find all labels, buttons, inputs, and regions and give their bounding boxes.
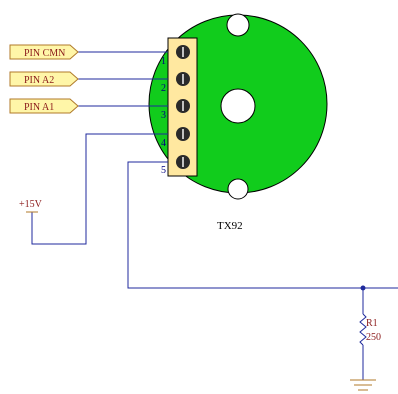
port-shape — [9, 98, 79, 114]
pin-number-5: 5 — [161, 165, 166, 176]
pin-number-4: 4 — [161, 138, 166, 149]
pin-numbers: 1 2 3 4 5 — [161, 56, 166, 176]
port-pin-a2: PIN A2 — [9, 71, 79, 87]
port-pin-cmn: PIN CMN — [9, 44, 79, 60]
mounting-hole-bottom — [227, 178, 249, 200]
component-name: TX92 — [217, 220, 243, 232]
power-supply-15v: +15V — [19, 199, 43, 213]
terminal-screws — [176, 45, 190, 169]
wires — [31, 51, 398, 380]
port-shape — [9, 44, 79, 60]
pin-number-3: 3 — [161, 110, 166, 121]
port-label-pin-a1: PIN A1 — [24, 102, 54, 113]
port-label-pin-cmn: PIN CMN — [24, 48, 65, 59]
junction-dot — [360, 285, 366, 291]
pin-number-1: 1 — [161, 56, 166, 67]
mounting-hole-top — [226, 13, 250, 37]
pin-number-2: 2 — [161, 83, 166, 94]
port-shape — [9, 71, 79, 87]
ground-symbol — [350, 379, 376, 391]
wire-pin4 — [31, 133, 168, 245]
port-pin-a1: PIN A1 — [9, 98, 79, 114]
center-hole — [220, 88, 256, 124]
port-label-pin-a2: PIN A2 — [24, 75, 54, 86]
tx92-sensor — [148, 13, 328, 200]
resistor-ref: R1 — [366, 318, 378, 329]
resistor-value: 250 — [366, 332, 381, 343]
resistor-symbol — [359, 313, 367, 346]
power-label: +15V — [19, 199, 43, 210]
wire-pin5 — [127, 161, 398, 289]
